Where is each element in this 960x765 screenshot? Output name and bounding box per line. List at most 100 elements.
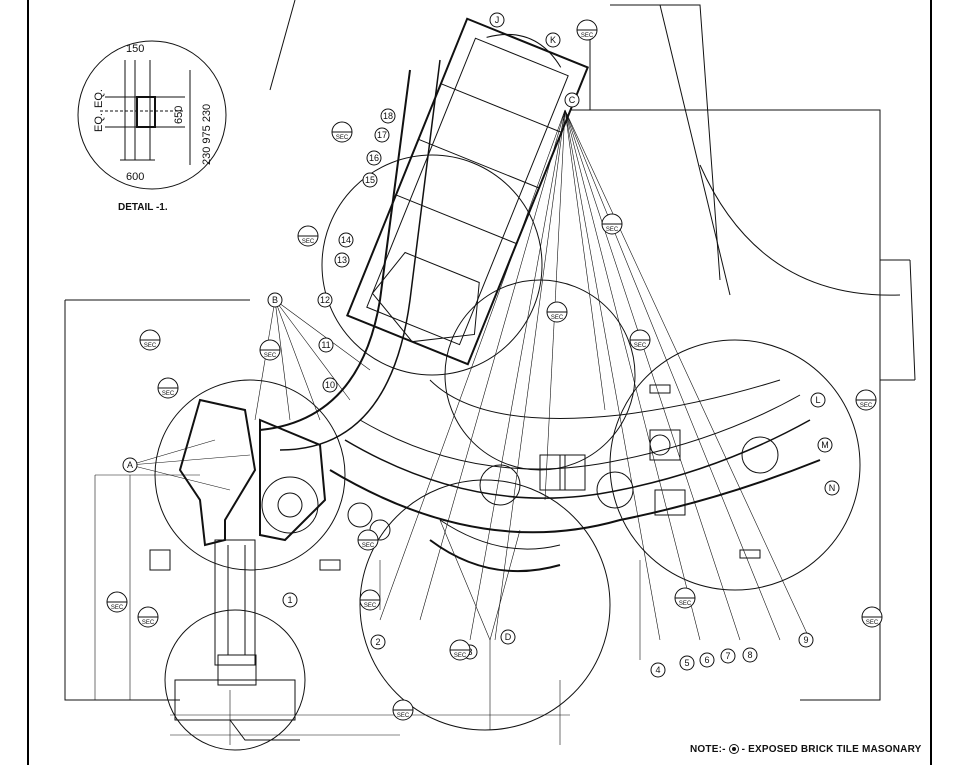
grid-bubble-4: 4 — [650, 662, 666, 678]
note-text: - EXPOSED BRICK TILE MASONARY — [741, 744, 922, 755]
east-rooms — [347, 384, 779, 559]
grid-bubble-18: 18 — [380, 108, 396, 124]
section-marker: SEC — [157, 377, 179, 399]
grid-bubble-7: 7 — [720, 648, 736, 664]
section-marker: SEC — [139, 329, 161, 351]
grid-bubble-5: 5 — [679, 655, 695, 671]
entrance-block — [149, 549, 341, 741]
section-marker: SEC — [674, 587, 696, 609]
grid-bubble-l: L — [810, 392, 826, 408]
svg-text:7: 7 — [725, 651, 730, 661]
section-marker: SEC — [137, 606, 159, 628]
svg-text:N: N — [829, 483, 836, 493]
brick-symbol-icon — [728, 744, 739, 755]
svg-text:SEC: SEC — [162, 391, 175, 397]
grid-bubble-k: K — [545, 32, 561, 48]
grid-bubble-8: 8 — [742, 647, 758, 663]
section-marker: SEC — [357, 529, 379, 551]
svg-text:15: 15 — [365, 175, 375, 185]
grid-bubble-13: 13 — [334, 252, 350, 268]
svg-text:18: 18 — [383, 111, 393, 121]
grid-bubble-m: M — [817, 437, 833, 453]
sheet-border — [27, 0, 932, 765]
svg-text:16: 16 — [369, 153, 379, 163]
grid-bubble-12: 12 — [317, 292, 333, 308]
grid-bubble-14: 14 — [338, 232, 354, 248]
grid-bubble-15: 15 — [362, 172, 378, 188]
grid-bubbles: ABCDJKLMNE123456789101112131415161718 — [122, 12, 840, 678]
svg-text:9: 9 — [803, 635, 808, 645]
section-marker: SEC — [297, 225, 319, 247]
setting-out-lines — [94, 109, 811, 745]
svg-text:8: 8 — [747, 650, 752, 660]
svg-text:SEC: SEC — [111, 605, 124, 611]
svg-text:SEC: SEC — [860, 403, 873, 409]
site-boundary — [64, 0, 916, 701]
section-marker: SEC — [259, 339, 281, 361]
svg-text:SEC: SEC — [362, 543, 375, 549]
section-markers: SEC SEC SEC SEC SEC SEC SEC SEC SEC SEC SEC SEC SEC S… — [106, 19, 883, 721]
grid-bubble-9: 9 — [798, 632, 814, 648]
svg-text:SEC: SEC — [581, 33, 594, 39]
svg-text:SEC: SEC — [397, 713, 410, 719]
detail-1-callout — [77, 40, 227, 190]
detail-dim-left-1: EQ. — [93, 113, 105, 132]
svg-text:SEC: SEC — [606, 227, 619, 233]
section-marker: SEC — [576, 19, 598, 41]
section-marker: SEC — [629, 329, 651, 351]
svg-text:SEC: SEC — [866, 620, 879, 626]
svg-text:1: 1 — [287, 595, 292, 605]
grid-bubble-11: 11 — [318, 337, 334, 353]
detail-title: DETAIL -1. — [118, 202, 168, 213]
svg-text:SEC: SEC — [302, 239, 315, 245]
grid-bubble-c: C — [564, 92, 580, 108]
svg-text:D: D — [505, 632, 512, 642]
svg-text:6: 6 — [704, 655, 709, 665]
grid-bubble-a: A — [122, 457, 138, 473]
north-wing — [345, 17, 589, 366]
svg-text:C: C — [569, 95, 576, 105]
detail-dim-top: 150 — [126, 43, 144, 55]
svg-text:11: 11 — [321, 340, 330, 350]
svg-text:12: 12 — [320, 295, 330, 305]
detail-dim-bottom: 600 — [126, 171, 144, 183]
grid-bubble-17: 17 — [374, 127, 390, 143]
svg-text:17: 17 — [377, 130, 387, 140]
svg-text:13: 13 — [337, 255, 347, 265]
svg-text:SEC: SEC — [144, 343, 157, 349]
grid-bubble-d: D — [500, 629, 516, 645]
section-marker: SEC — [546, 301, 568, 323]
radius-circles — [154, 154, 901, 751]
general-note: NOTE:- - EXPOSED BRICK TILE MASONARY — [690, 744, 922, 755]
grid-bubble-j: J — [489, 12, 505, 28]
grid-bubble-6: 6 — [699, 652, 715, 668]
west-wing — [178, 398, 327, 686]
svg-text:K: K — [550, 35, 556, 45]
svg-text:14: 14 — [341, 235, 351, 245]
section-marker: SEC — [106, 591, 128, 613]
section-marker: SEC — [392, 699, 414, 721]
svg-text:SEC: SEC — [679, 601, 692, 607]
svg-text:2: 2 — [375, 637, 380, 647]
svg-text:SEC: SEC — [634, 343, 647, 349]
detail-dim-inner: 650 — [173, 106, 185, 124]
note-prefix: NOTE:- — [690, 744, 726, 755]
grid-bubble-2: 2 — [370, 634, 386, 650]
grid-bubble-16: 16 — [366, 150, 382, 166]
section-marker: SEC — [359, 589, 381, 611]
grid-bubble-b: B — [267, 292, 283, 308]
svg-text:J: J — [495, 15, 500, 25]
section-marker: SEC — [449, 639, 471, 661]
section-marker: SEC — [855, 389, 877, 411]
svg-text:SEC: SEC — [551, 315, 564, 321]
svg-text:SEC: SEC — [264, 353, 277, 359]
section-marker: SEC — [861, 606, 883, 628]
svg-text:M: M — [821, 440, 829, 450]
svg-text:SEC: SEC — [454, 653, 467, 659]
svg-text:4: 4 — [655, 665, 660, 675]
section-marker: SEC — [601, 213, 623, 235]
svg-text:B: B — [272, 295, 278, 305]
svg-text:SEC: SEC — [142, 620, 155, 626]
